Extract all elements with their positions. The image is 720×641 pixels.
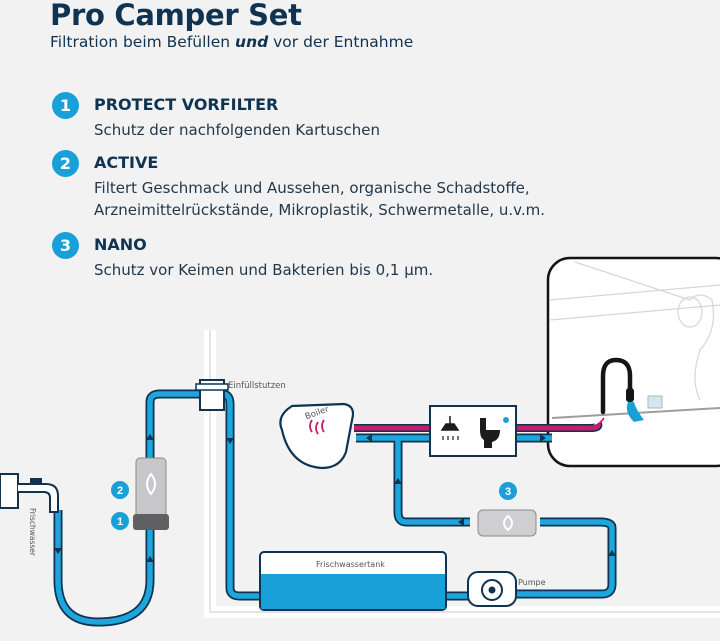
flow-arrow-icon <box>146 434 154 440</box>
step-description: Filtert Geschmack und Aussehen, organisc… <box>94 177 545 221</box>
shower-icon <box>440 416 460 431</box>
page-subtitle: Filtration beim Befüllen und vor der Ent… <box>50 33 413 51</box>
flow-arrow-icon <box>608 550 616 556</box>
page-title: Pro Camper Set <box>50 0 302 32</box>
flow-arrow-icon <box>54 548 62 554</box>
fill-inlet-label: Einfüllstutzen <box>228 381 286 391</box>
step-heading: PROTECT VORFILTER <box>94 95 279 114</box>
pump-label: Pumpe <box>518 578 546 587</box>
step-description: Schutz vor Keimen und Bakterien bis 0,1 … <box>94 259 433 281</box>
toilet-icon <box>480 418 500 448</box>
subtitle-pre: Filtration beim Befüllen <box>50 33 236 51</box>
filter-marker-1: 1 <box>111 512 129 530</box>
marker-3-label: 3 <box>505 486 511 498</box>
step-description-line: Schutz vor Keimen und Bakterien bis 0,1 … <box>94 261 434 279</box>
marker-2-label: 2 <box>117 485 123 497</box>
boiler-icon: Boiler <box>279 402 355 470</box>
fresh-water-label: Frischwasser <box>28 508 37 557</box>
flow-arrows <box>54 434 616 562</box>
filter-cartridge-active <box>133 457 169 530</box>
filter-marker-3: 3 <box>499 482 517 500</box>
flow-arrow-icon <box>146 556 154 562</box>
filter-marker-2: 2 <box>111 481 129 499</box>
subtitle-emphasis: und <box>235 33 269 51</box>
filter-cartridge-nano <box>477 509 537 537</box>
fresh-water-tank: Frischwassertank <box>259 551 447 611</box>
flow-arrow-icon <box>540 434 546 442</box>
step-description: Schutz der nachfolgenden Kartuschen <box>94 119 380 141</box>
step-description-line: Schutz der nachfolgenden Kartuschen <box>94 121 380 139</box>
faucet-icon <box>600 357 633 415</box>
step-heading: ACTIVE <box>94 153 159 172</box>
step-heading: NANO <box>94 235 147 254</box>
flow-arrow-icon <box>226 438 234 444</box>
flow-arrow-icon <box>458 518 464 526</box>
flow-arrow-icon <box>394 478 402 484</box>
subtitle-post: vor der Entnahme <box>268 33 414 51</box>
step-number-badge: 1 <box>52 92 79 119</box>
pump-icon: Pumpe <box>467 571 546 607</box>
water-stream <box>626 402 644 422</box>
tank-label: Frischwassertank <box>316 560 385 569</box>
step-description-line: Arzneimittelrückstände, Mikroplastik, Sc… <box>94 201 546 219</box>
flow-arrow-icon <box>366 434 372 442</box>
shower-wc-box <box>429 405 517 457</box>
marker-1-label: 1 <box>117 516 123 528</box>
tap-icon: Frischwasser <box>0 473 59 557</box>
fill-inlet-icon: Einfüllstutzen <box>195 379 286 411</box>
step-number-badge: 3 <box>52 232 79 259</box>
kitchen-scene <box>546 256 720 468</box>
step-number-badge: 2 <box>52 150 79 177</box>
step-description-line: Filtert Geschmack und Aussehen, organisc… <box>94 179 530 197</box>
